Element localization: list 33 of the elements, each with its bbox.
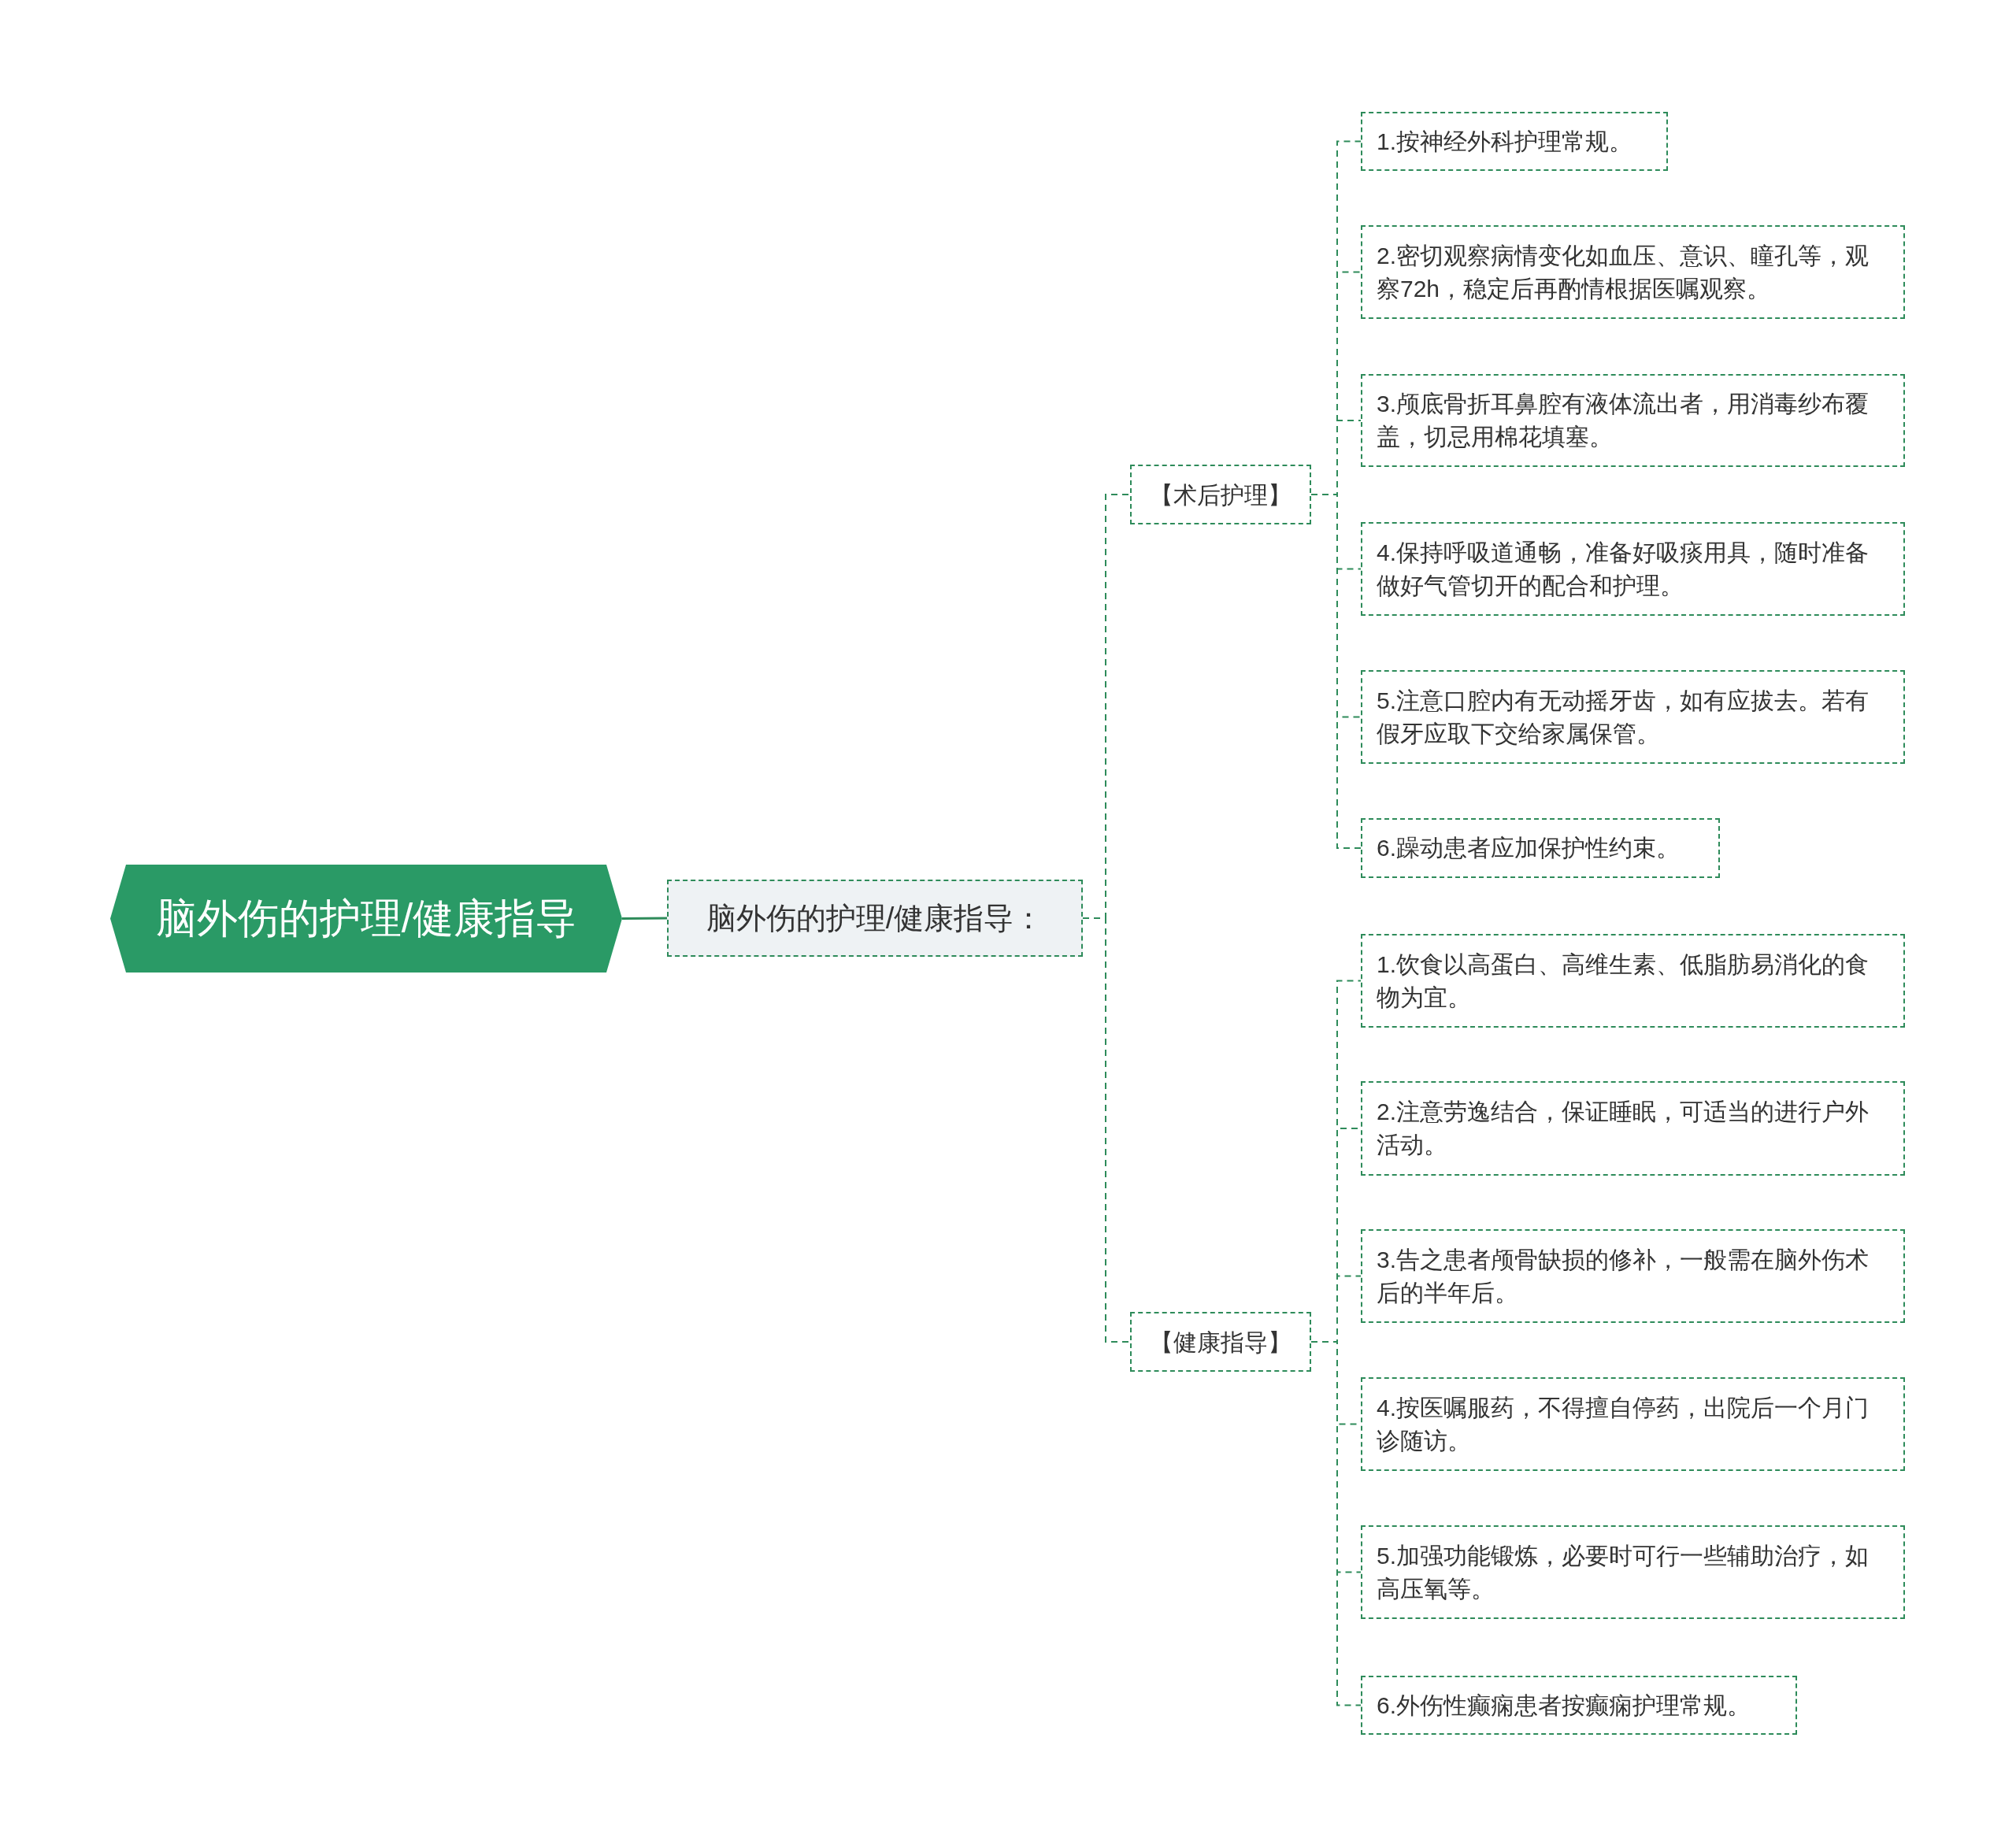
topic-text: 3.颅底骨折耳鼻腔有液体流出者，用消毒纱布覆盖，切忌用棉花填塞。 [1377,390,1870,451]
topic-box [1361,818,1720,878]
topic-text: 5.注意口腔内有无动摇牙齿，如有应拔去。若有假牙应取下交给家属保管。 [1377,686,1870,748]
topic-text: 脑外伤的护理/健康指导： [705,900,1045,936]
topic-box [1361,1081,1905,1176]
topic-text: 【术后护理】 [1149,480,1292,509]
topic-box [1361,1525,1905,1619]
topic-text: 3.告之患者颅骨缺损的修补，一般需在脑外伤术后的半年后。 [1377,1245,1870,1307]
topic-title: 脑外伤的护理/健康指导 [155,895,577,943]
topic-text: 【健康指导】 [1149,1328,1292,1357]
topic-box [1130,465,1311,524]
topic-text: 4.按医嘱服药，不得擅自停药，出院后一个月门诊随访。 [1377,1393,1870,1455]
topic-text: 6.外伤性癫痫患者按癫痫护理常规。 [1377,1691,1752,1720]
topic-box [1361,670,1905,764]
topic-box [1361,522,1905,616]
topic-text: 2.注意劳逸结合，保证睡眠，可适当的进行户外活动。 [1377,1098,1870,1159]
topic-box [1361,1229,1905,1323]
topic-box [1361,1377,1905,1471]
topic-box [667,880,1083,957]
topic-box [1361,1676,1797,1735]
topic-box [1361,934,1905,1028]
topic-box [1361,112,1668,171]
topic-text: 6.躁动患者应加保护性约束。 [1377,834,1681,862]
topic-box [1130,1312,1311,1372]
topic-text: 1.按神经外科护理常规。 [1377,127,1634,156]
connector [622,917,667,920]
topic-box [1361,374,1905,467]
topic-text: 1.饮食以高蛋白、高维生素、低脂肪易消化的食物为宜。 [1377,950,1870,1012]
topic-text: 5.加强功能锻炼，必要时可行一些辅助治疗，如高压氧等。 [1377,1541,1870,1603]
topic-box [1361,225,1905,319]
topic-text: 4.保持呼吸道通畅，准备好吸痰用具，随时准备做好气管切开的配合和护理。 [1377,538,1870,600]
central-topic-hexagon [110,865,622,973]
topic-text: 2.密切观察病情变化如血压、意识、瞳孔等，观察72h，稳定后再酌情根据医嘱观察。 [1377,241,1870,303]
